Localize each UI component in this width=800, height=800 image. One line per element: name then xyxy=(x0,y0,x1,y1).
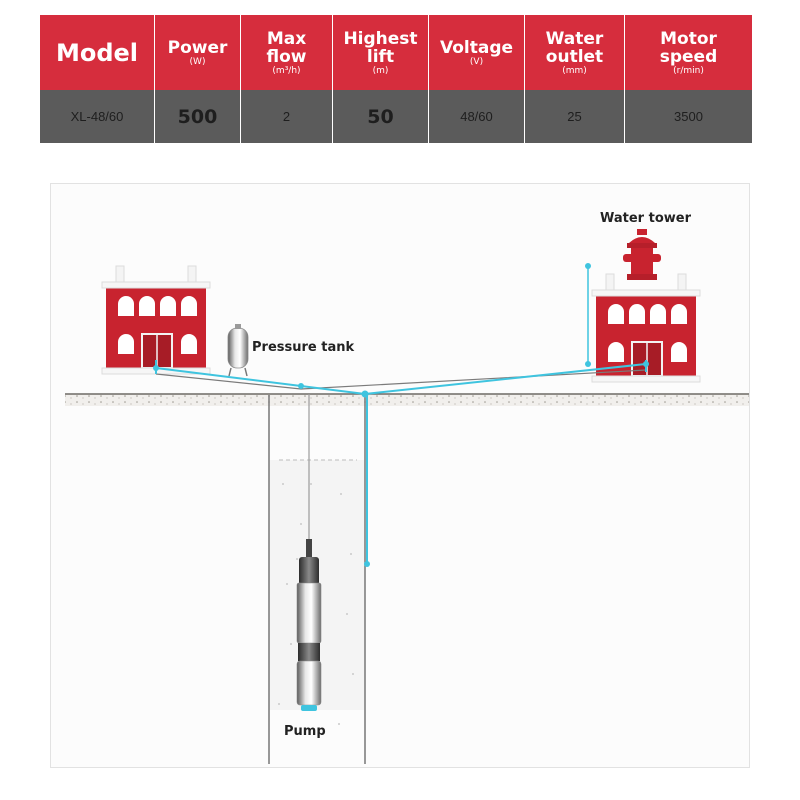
diagram-illustration xyxy=(65,229,749,764)
cell-highest-lift: 50 xyxy=(333,90,429,143)
header-motor-speed: Motor speed (r/min) xyxy=(625,15,752,90)
header-power-unit: (W) xyxy=(189,56,206,67)
header-voltage-unit: (V) xyxy=(469,56,484,67)
pressure-tank-icon xyxy=(227,324,249,377)
submersible-pump-icon xyxy=(296,539,322,711)
header-model-label: Model xyxy=(55,38,139,67)
header-power: Power (W) xyxy=(155,15,241,90)
installation-diagram: Water tower Pressure tank Pump xyxy=(50,183,750,768)
cell-model: XL-48/60 xyxy=(40,90,155,143)
header-water-outlet-label: Water outlet xyxy=(545,28,604,67)
header-highest-lift-label: Highest lift xyxy=(343,28,418,67)
building-left xyxy=(102,266,210,374)
header-max-flow-label: Max flow xyxy=(266,28,307,67)
header-model: Model xyxy=(40,15,155,90)
cell-water-outlet: 25 xyxy=(525,90,625,143)
header-highest-lift-unit: (m) xyxy=(372,65,389,76)
cell-power: 500 xyxy=(155,90,241,143)
header-highest-lift: Highest lift (m) xyxy=(333,15,429,90)
water-tower-icon xyxy=(623,229,661,280)
water-tower-label: Water tower xyxy=(600,211,691,226)
header-motor-speed-unit: (r/min) xyxy=(673,65,704,76)
pump-label: Pump xyxy=(284,724,326,739)
header-max-flow-unit: (m³/h) xyxy=(272,65,301,76)
header-water-outlet-unit: (mm) xyxy=(562,65,587,76)
header-max-flow: Max flow (m³/h) xyxy=(241,15,333,90)
water-pipes xyxy=(153,263,649,567)
cell-motor-speed: 3500 xyxy=(674,109,703,124)
header-voltage-label: Voltage xyxy=(439,37,514,58)
pressure-tank-label: Pressure tank xyxy=(252,340,355,355)
ground xyxy=(65,393,749,406)
header-power-label: Power xyxy=(167,37,228,58)
header-water-outlet: Water outlet (mm) xyxy=(525,15,625,90)
spec-data-row: XL-48/60 500 2 50 48/60 25 3500 xyxy=(40,90,752,143)
cell-max-flow: 2 xyxy=(241,90,333,143)
header-motor-speed-label: Motor speed xyxy=(659,28,718,67)
header-voltage: Voltage (V) xyxy=(429,15,525,90)
spec-table: Model Power (W) Max flow (m³/h) Highest … xyxy=(40,15,752,143)
cell-voltage: 48/60 xyxy=(429,90,525,143)
spec-header-row: Model Power (W) Max flow (m³/h) Highest … xyxy=(40,15,752,90)
